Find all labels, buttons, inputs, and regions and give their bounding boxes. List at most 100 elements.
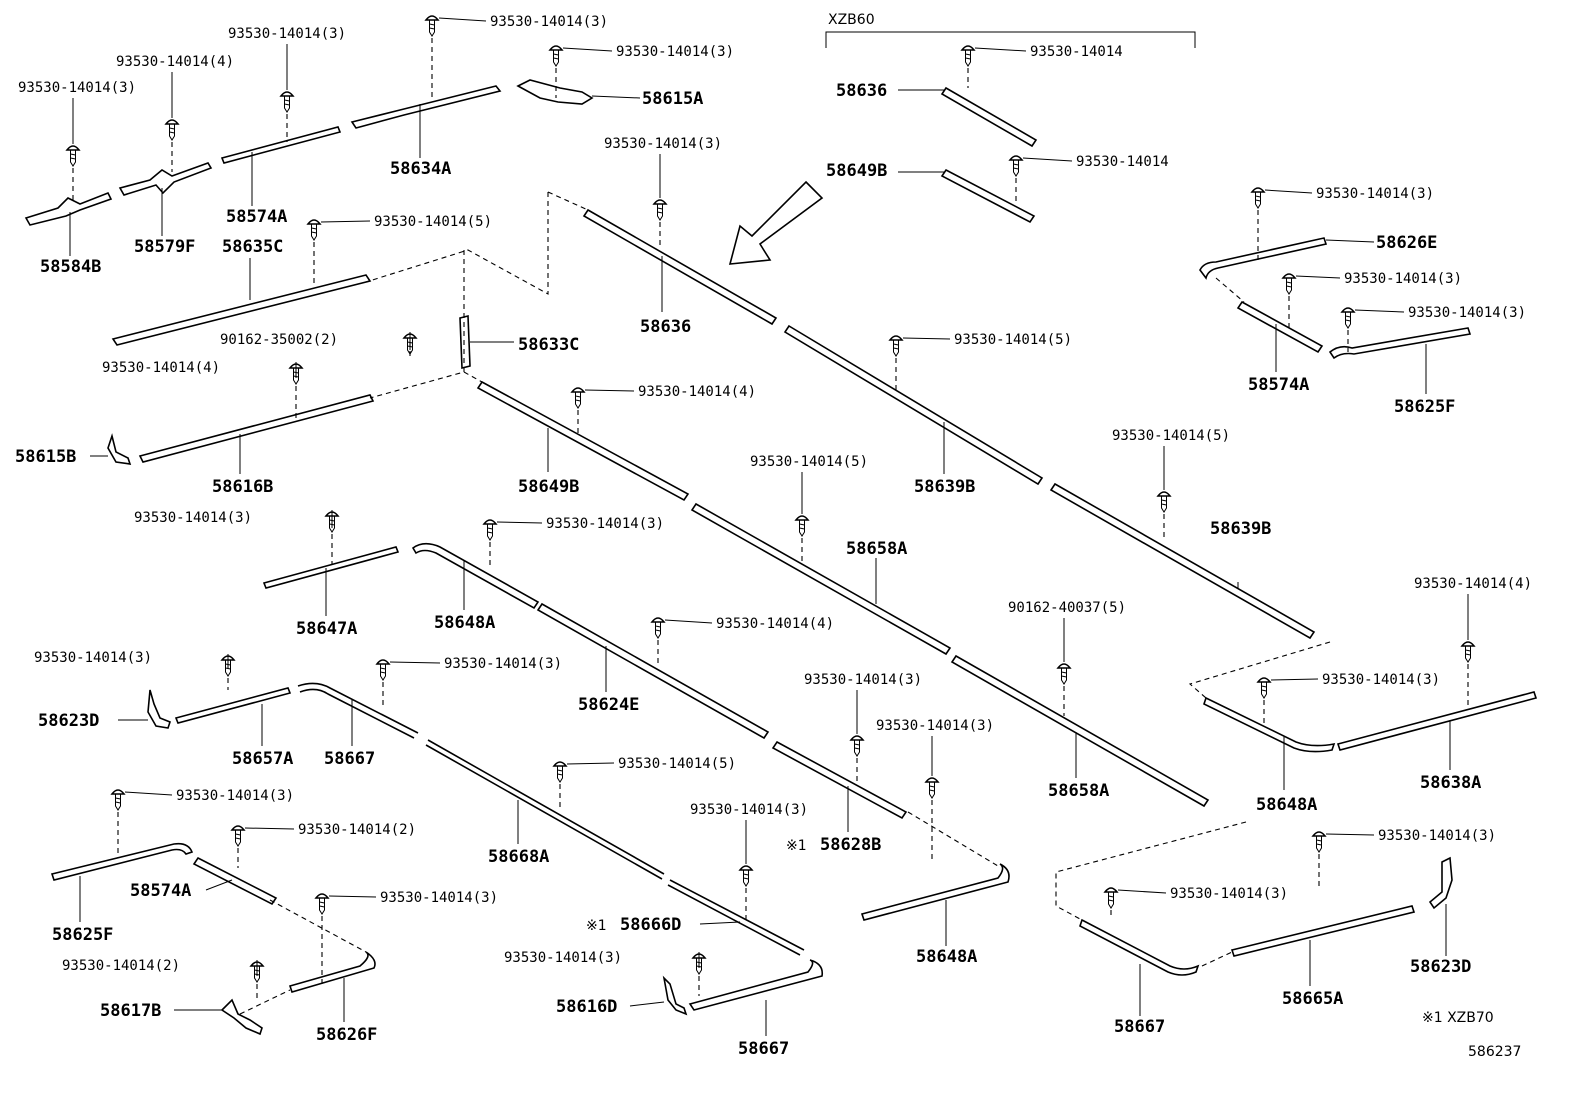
part-callout-p31: 58625F (52, 876, 113, 945)
screw-part-number: 93530-14014(5) (1112, 428, 1230, 444)
part-callout-p20: 58647A (296, 568, 357, 639)
part-callout-p29: 58628B (820, 786, 881, 855)
part-number: 58616B (212, 477, 273, 497)
part-number: 58648A (1256, 795, 1317, 815)
screw-icon (1008, 155, 1024, 161)
screw-part-number: 93530-14014(4) (716, 616, 834, 632)
screw-leader-line (1295, 275, 1341, 279)
screw-shank (965, 50, 971, 67)
screw-shank (169, 124, 175, 141)
screw-part-number: 93530-14014(2) (62, 958, 180, 974)
part-number: 58639B (914, 477, 975, 497)
part-number: 58647A (296, 619, 357, 639)
screw-leader-line (1270, 678, 1319, 681)
screw-part-number: 93530-14014(3) (176, 788, 294, 804)
part-callout-p25: 58667 (324, 700, 375, 769)
part-leader-line (629, 1001, 665, 1007)
screw-callout-s33: 93530-14014(3) (1103, 886, 1288, 918)
screw-icon (230, 825, 246, 831)
part-number: 58626F (316, 1025, 377, 1045)
screw-part-number: 93530-14014(3) (380, 890, 498, 906)
screw-callout-s30: 93530-14014(3) (110, 788, 294, 858)
part-callout-p26: 58658A (1048, 732, 1109, 801)
screw-part-number: 93530-14014(3) (504, 950, 622, 966)
screw-callout-s19: 93530-14014(3) (134, 510, 340, 564)
screw-icon (1056, 663, 1072, 669)
strip-58635C (111, 274, 372, 346)
screw-callout-s20: 93530-14014(3) (482, 516, 664, 568)
strip-58628B (771, 740, 908, 820)
strip-58626E (1199, 237, 1328, 280)
screw-part-number: 93530-14014(3) (690, 802, 808, 818)
screw-leader-line (496, 521, 543, 524)
part-number: 58574A (130, 881, 191, 901)
part-number: 58625F (52, 925, 113, 945)
part-callout-p8: 58649B (826, 161, 944, 181)
screw-callout-s32: 93530-14014(2) (230, 822, 416, 868)
screw-part-number: 90162-35002(2) (220, 332, 338, 348)
strip-58647A (262, 546, 400, 589)
screw-shank (1061, 668, 1067, 685)
screw-part-number: 93530-14014(3) (1316, 186, 1434, 202)
screw-callout-s13: 90162-35002(2) (220, 332, 418, 356)
strip-58657A (174, 687, 292, 724)
screw-part-number: 93530-14014(3) (490, 14, 608, 30)
screw-leader-line (389, 661, 441, 664)
strip-58665A (1230, 905, 1416, 957)
part-callout-p35: 58617B (100, 1001, 222, 1021)
strip-58648A-lower (860, 863, 1010, 921)
screw-icon (1256, 677, 1272, 683)
screw-shank (1261, 682, 1267, 699)
part-number: 58574A (226, 207, 287, 227)
strip-58667-lower (688, 959, 824, 1011)
part-callout-p12: 58625F (1394, 344, 1455, 417)
part-number: 58615B (15, 447, 76, 467)
screw-part-number: 93530-14014(3) (804, 672, 922, 688)
screw-callout-s26: 93530-14014(3) (375, 656, 562, 706)
screw-callout-s17: 93530-14014(5) (1112, 428, 1230, 538)
part-shapes (24, 79, 1538, 1036)
part-callout-p18: 58639B (1210, 519, 1271, 588)
part-callout-p9: 58636 (640, 256, 691, 337)
part-callout-p7: 58636 (836, 81, 944, 101)
clip-58633C (459, 314, 471, 370)
part-callout-p30: 58668A (488, 800, 549, 867)
screw-leader-line (902, 337, 951, 340)
screw-shank (1013, 160, 1019, 177)
screw-callout-s27: 93530-14014(3) (804, 672, 922, 784)
strip-58667-right (1079, 918, 1200, 976)
screw-callout-s23: 93530-14014(4) (1414, 576, 1532, 706)
screw-callout-s16: 93530-14014(5) (888, 332, 1072, 392)
screw-part-number: 93530-14014(3) (546, 516, 664, 532)
part-number: 58574A (1248, 375, 1309, 395)
bracket-58615A (516, 79, 594, 105)
part-number: 58667 (324, 749, 375, 769)
part-callout-p2: 58634A (390, 104, 451, 179)
bracket-58617B (220, 998, 263, 1036)
screw-leader-line (1117, 889, 1167, 894)
strip-58649B-xzb60 (940, 168, 1036, 224)
part-number: 58633C (518, 335, 579, 355)
part-number: 58615A (642, 89, 703, 109)
bracket-58623D-right (1428, 856, 1453, 910)
part-number: 58616D (556, 997, 617, 1017)
screw-callout-s34: 93530-14014(3) (314, 890, 498, 986)
part-callout-p1: 58615A (591, 89, 703, 109)
part-number: 58658A (1048, 781, 1109, 801)
part-number: 58617B (100, 1001, 161, 1021)
strip-58579F (118, 162, 213, 196)
screw-icon (888, 335, 904, 341)
bracket-58615B (107, 433, 132, 465)
screw-callout-s14: 93530-14014(4) (102, 360, 304, 418)
screw-leader-line (1022, 157, 1073, 162)
screw-callouts: 93530-14014(3) 93530-14014(3) 93530-14014(… (18, 14, 1532, 1000)
part-callout-p23: 58623D (38, 711, 148, 731)
part-callout-p13: 58633C (470, 335, 579, 355)
part-number: 58623D (38, 711, 99, 731)
part-callout-p10: 58626E (1325, 233, 1437, 253)
screw-leader-line (664, 619, 713, 624)
screw-part-number: 93530-14014(4) (102, 360, 220, 376)
screw-shank (115, 794, 121, 811)
strip-58574A-lower (192, 856, 278, 906)
